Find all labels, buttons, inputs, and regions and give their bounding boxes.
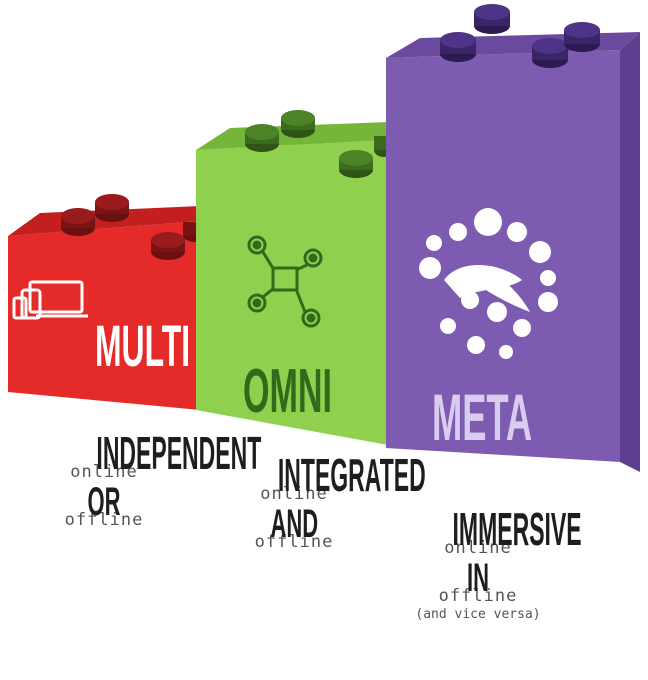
meta-block — [386, 4, 640, 472]
caption-omni: INTEGRATED online AND offline — [204, 452, 426, 553]
caption-multi-word1: online — [70, 462, 138, 482]
caption-omni-title: INTEGRATED — [277, 449, 426, 501]
caption-omni-word1: online — [260, 484, 328, 504]
omni-block — [196, 110, 398, 445]
molecule-swirl-icon — [419, 208, 558, 359]
drone-network-icon — [247, 235, 323, 328]
caption-meta-note: (and vice versa) — [415, 606, 541, 622]
omni-studs — [245, 110, 394, 178]
caption-meta-word1: online — [444, 538, 512, 558]
caption-multi-title: INDEPENDENT — [96, 427, 262, 479]
caption-omni-joiner: AND — [270, 502, 318, 547]
caption-meta-word2: offline — [438, 586, 518, 607]
caption-meta-joiner: IN — [467, 556, 489, 601]
omni-label: OMNI — [243, 356, 332, 425]
caption-meta-title: IMMERSIVE — [452, 503, 582, 555]
devices-icon — [12, 280, 88, 320]
caption-multi-word2: offline — [64, 510, 144, 531]
caption-multi: INDEPENDENT online OR offline — [14, 430, 262, 531]
caption-omni-word2: offline — [254, 532, 334, 553]
meta-studs — [440, 4, 600, 68]
caption-multi-joiner: OR — [87, 480, 121, 525]
multi-label: MULTI — [95, 314, 190, 378]
meta-label: META — [432, 382, 532, 455]
caption-meta: IMMERSIVE online IN offline (and vice ve… — [388, 506, 581, 622]
